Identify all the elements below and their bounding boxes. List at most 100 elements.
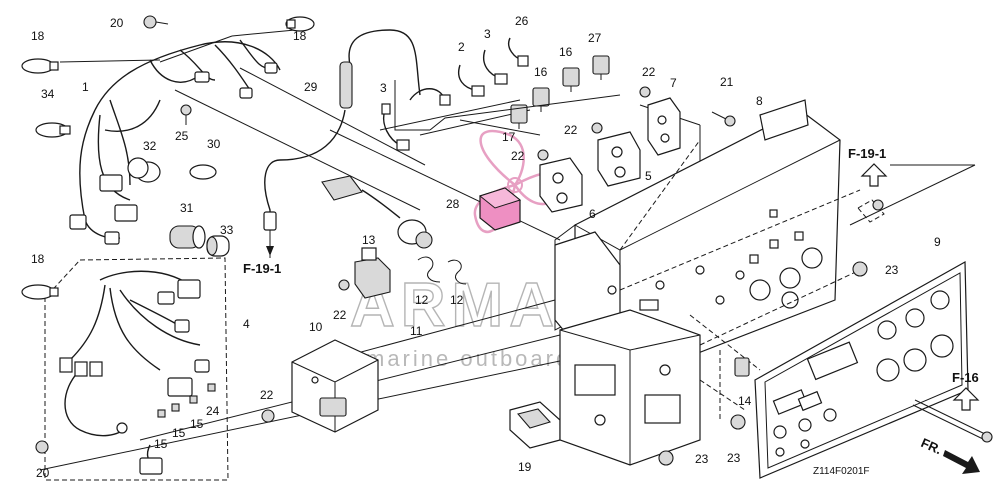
callout-21: 21 [720, 75, 734, 89]
band-clamp-18-right [285, 16, 315, 32]
callout-1: 1 [82, 80, 89, 94]
callout-28: 28 [446, 197, 460, 211]
cap-32 [127, 157, 161, 183]
receptacle-5 [597, 131, 641, 187]
grommet-19 [509, 401, 561, 449]
nut-23-bottom-left [658, 450, 674, 466]
callout-11: 11 [410, 324, 423, 338]
callout-15a: 15 [154, 437, 168, 451]
callout-33: 33 [220, 223, 234, 237]
ref-f16: F-16 [952, 370, 979, 385]
screw-25 [180, 104, 192, 125]
regulator-13 [354, 247, 391, 299]
callout-2: 2 [458, 40, 465, 54]
callout-6: 6 [589, 207, 596, 221]
switch-27 [592, 55, 610, 80]
callout-9: 9 [934, 235, 941, 249]
cord-2 [458, 64, 485, 97]
callout-18b: 18 [293, 29, 307, 43]
cord-3-top [483, 49, 508, 85]
callout-18c: 18 [31, 252, 45, 266]
callout-15c: 15 [190, 417, 204, 431]
direction-label: FR. [919, 435, 944, 457]
switch-17 [510, 104, 528, 129]
callout-3b: 3 [380, 81, 387, 95]
nut-23-right [852, 261, 868, 277]
nut-22-mid [338, 279, 350, 291]
tube-31 [169, 225, 206, 249]
main-wire-harness [69, 39, 281, 245]
callout-24: 24 [206, 404, 220, 418]
sub-harness-4 [59, 270, 216, 475]
callout-20a: 20 [110, 16, 124, 30]
cord-29 [263, 29, 421, 256]
callout-17: 17 [502, 130, 516, 144]
callout-7: 7 [670, 76, 677, 90]
callout-numbers: 1 2 3 3 4 5 6 7 8 9 10 11 12 12 13 14 15… [31, 14, 941, 480]
receptacle-6 [539, 157, 583, 213]
relay-28 [478, 187, 522, 231]
callout-26: 26 [515, 14, 529, 28]
band-clamp-18-bottom [21, 284, 59, 300]
band-clamp-34 [35, 122, 71, 138]
switch-14 [734, 357, 750, 377]
callout-16b: 16 [559, 45, 573, 59]
switch-16-left [532, 87, 550, 112]
callout-22d: 22 [333, 308, 347, 322]
receptacle-7 [647, 97, 681, 156]
callout-29: 29 [304, 80, 318, 94]
clips-12 [417, 256, 467, 285]
callout-14: 14 [738, 394, 752, 408]
arrow-up-f19-1 [860, 163, 888, 187]
bolt-20-bottom [35, 440, 49, 454]
screw-f19-1 [872, 199, 884, 211]
panel-chassis-lower [559, 309, 701, 466]
nuts-22-receptacles [537, 86, 651, 161]
callout-4: 4 [243, 317, 250, 331]
nut-22-bottom [261, 409, 275, 423]
callout-23b: 23 [727, 451, 741, 465]
callout-8: 8 [756, 94, 763, 108]
callout-19: 19 [518, 460, 532, 474]
callout-22c: 22 [511, 149, 525, 163]
callout-22e: 22 [260, 388, 274, 402]
cord-wire-loop [409, 88, 451, 106]
nut-23-bottom-right [730, 414, 746, 430]
callout-12b: 12 [450, 293, 464, 307]
callout-31: 31 [180, 201, 194, 215]
group-bracket [394, 80, 621, 131]
callout-12a: 12 [415, 293, 429, 307]
watermark-tagline: marine outboards [366, 346, 585, 371]
callout-3a: 3 [484, 27, 491, 41]
diagram-code: Z114F0201F [813, 466, 870, 477]
ref-f19-1-left: F-19-1 [243, 261, 281, 276]
callout-22b: 22 [564, 123, 578, 137]
ref-f19-1-top: F-19-1 [848, 146, 886, 161]
switch-16-right [562, 67, 580, 92]
cable-connector [321, 175, 433, 249]
long-bolt [912, 399, 993, 443]
callout-5: 5 [645, 169, 652, 183]
callout-23c: 23 [695, 452, 709, 466]
callout-20b: 20 [36, 466, 50, 480]
band-30 [189, 164, 217, 180]
bolt-20-top [143, 15, 169, 29]
callout-13: 13 [362, 233, 376, 247]
callout-27: 27 [588, 31, 602, 45]
fr-arrow-icon [943, 450, 980, 474]
screw-21 [711, 111, 736, 127]
callout-32: 32 [143, 139, 157, 153]
callout-10: 10 [309, 320, 323, 334]
callout-16a: 16 [534, 65, 548, 79]
callout-22a: 22 [642, 65, 656, 79]
cord-3-left [381, 103, 410, 151]
callout-25: 25 [175, 129, 189, 143]
callout-30: 30 [207, 137, 221, 151]
control-box-10 [291, 339, 379, 433]
callout-23a: 23 [885, 263, 899, 277]
arrow-up-f16 [952, 387, 980, 411]
cord-26 [508, 37, 529, 67]
callout-18a: 18 [31, 29, 45, 43]
